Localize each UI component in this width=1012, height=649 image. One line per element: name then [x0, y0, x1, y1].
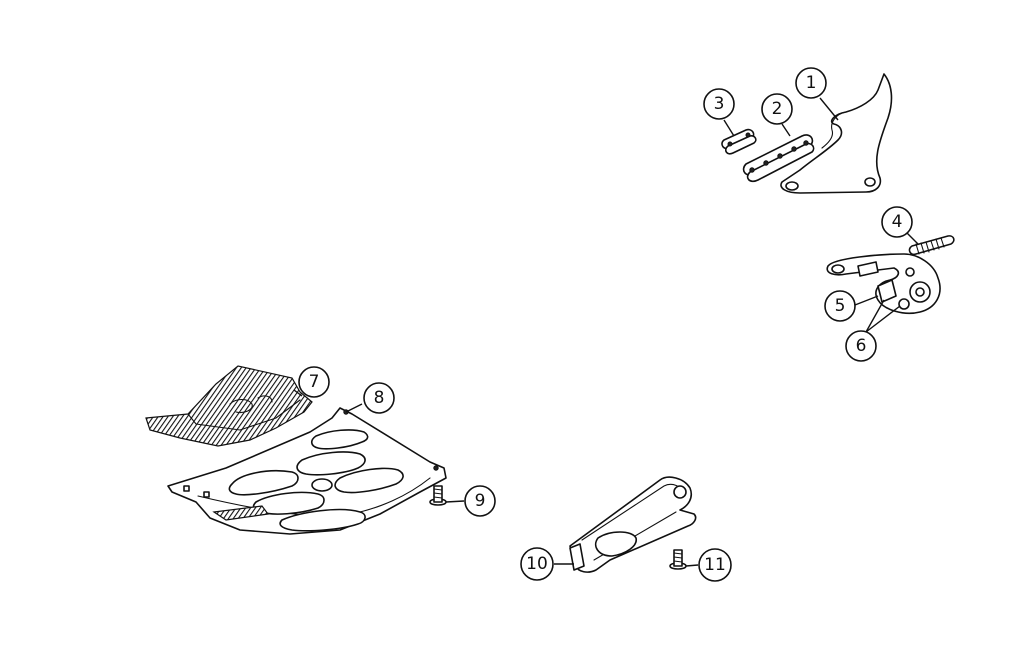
callout-3-label: 3 [714, 94, 725, 114]
leader-9 [445, 500, 465, 503]
leader-4 [905, 231, 919, 245]
part-2-chain-segment [742, 134, 815, 183]
leader-6b [865, 305, 901, 333]
leader-1 [819, 97, 839, 121]
callout-7: 7 [298, 366, 330, 398]
part-5-tensioner-arm [826, 253, 941, 315]
part-3-master-link [721, 128, 757, 155]
callout-9-label: 9 [475, 491, 486, 511]
callout-7-label: 7 [309, 372, 320, 392]
callout-2: 2 [761, 93, 793, 125]
callout-6: 6 [845, 330, 877, 362]
part-1-chain-guide-bracket [780, 73, 893, 194]
leader-11 [685, 564, 699, 567]
callout-8-label: 8 [374, 388, 385, 408]
callout-4: 4 [881, 206, 913, 238]
callout-3: 3 [703, 88, 735, 120]
callout-10-label: 10 [526, 554, 548, 574]
leader-7 [293, 389, 303, 397]
leader-2 [781, 123, 791, 137]
leader-8 [345, 403, 363, 413]
part-9-bolt [429, 485, 447, 506]
part-10-chain-slider [569, 476, 697, 573]
callout-10: 10 [520, 547, 554, 581]
callout-2-label: 2 [772, 99, 783, 119]
part-11-bolt [669, 549, 687, 570]
leader-5 [854, 295, 879, 306]
part-7-skid-plate-cover [145, 365, 313, 447]
callout-9: 9 [464, 485, 496, 517]
callout-11-label: 11 [704, 555, 726, 575]
callout-11: 11 [698, 548, 732, 582]
leader-6a [865, 299, 885, 333]
leader-lines [293, 97, 919, 567]
callout-8: 8 [363, 382, 395, 414]
callout-5: 5 [824, 290, 856, 322]
callout-1-label: 1 [806, 73, 817, 93]
leader-3 [723, 119, 735, 137]
callout-6-label: 6 [856, 336, 867, 356]
part-4-spring [908, 235, 955, 256]
part-8-skid-plate [167, 407, 447, 535]
callout-5-label: 5 [835, 296, 846, 316]
callout-1: 1 [795, 67, 827, 99]
callout-4-label: 4 [892, 212, 903, 232]
